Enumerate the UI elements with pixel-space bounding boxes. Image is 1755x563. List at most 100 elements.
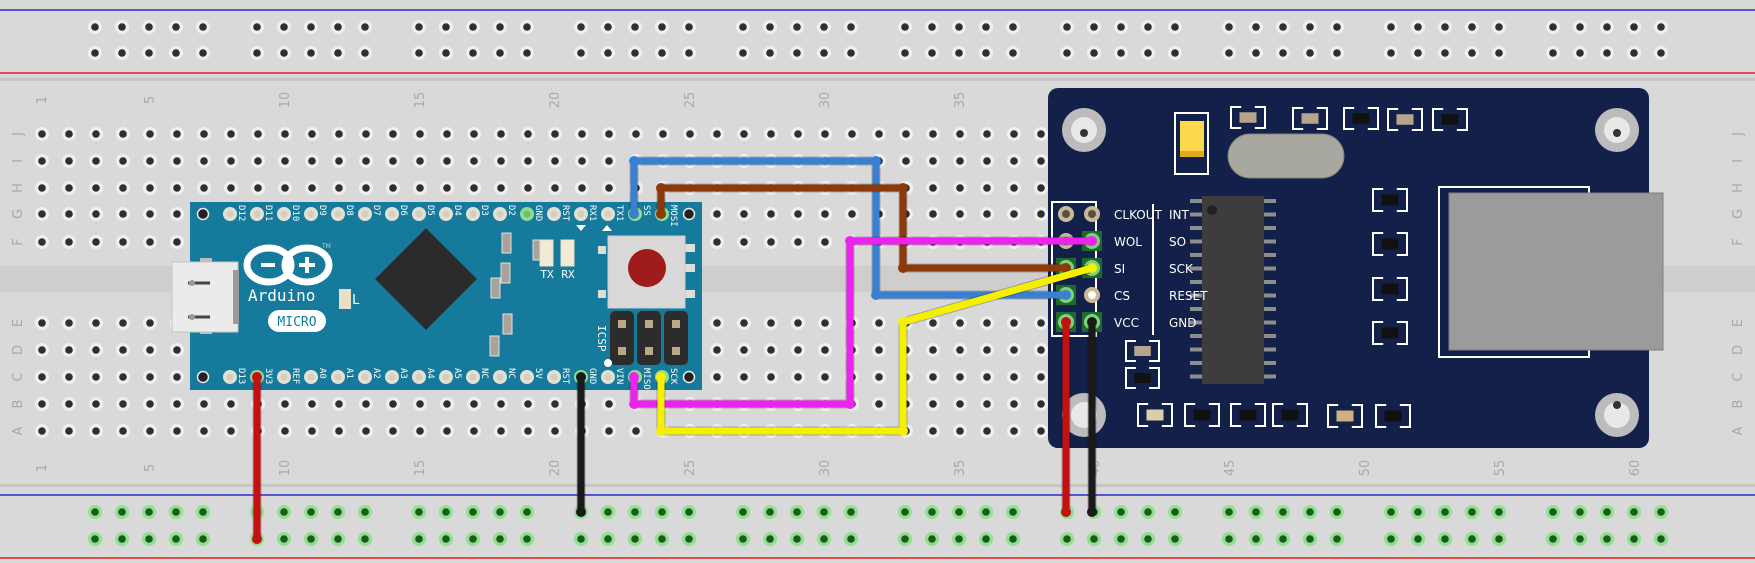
wire-joint	[576, 372, 586, 382]
wire-joint	[898, 317, 908, 327]
smd-component	[1343, 107, 1379, 130]
smd-component	[1375, 404, 1411, 428]
smd-components	[1125, 106, 1468, 428]
usb-connector[interactable]	[171, 258, 239, 334]
rx-led	[560, 239, 575, 267]
ic-pin	[1264, 293, 1276, 298]
column-label: 15	[413, 92, 428, 109]
icsp-pin	[618, 347, 626, 355]
tx-label: TX	[540, 268, 554, 281]
row-label: C	[1731, 372, 1746, 381]
ic-pin	[1264, 374, 1276, 379]
arduino-pin-label: RST	[560, 205, 570, 222]
mounting-hole	[682, 370, 696, 384]
arduino-pin-label: TX1	[614, 205, 624, 221]
row-label: I	[11, 159, 26, 163]
smd-component	[1372, 277, 1408, 301]
arduino-pin-label: D10	[290, 205, 300, 221]
arduino-pin-label: NC	[479, 368, 489, 379]
wire-joint	[845, 236, 855, 246]
icsp-pin-block	[637, 311, 661, 365]
arduino-pin-label: D3	[479, 205, 489, 216]
micro-badge-label: MICRO	[277, 315, 316, 330]
enc-pin-label: RESET	[1169, 289, 1208, 303]
icsp-pin	[645, 320, 653, 328]
arduino-logo: TM	[243, 243, 333, 286]
wire-joint	[656, 209, 666, 219]
arduino-pin-label: D11	[263, 205, 273, 221]
column-label: 20	[548, 92, 563, 109]
arduino-pin-label: MOSI	[668, 205, 678, 227]
smd-component	[1372, 321, 1408, 345]
wire-joint	[629, 399, 639, 409]
icsp-pin-block	[664, 311, 688, 365]
wire-joint	[576, 507, 586, 517]
ic-pin	[1264, 347, 1276, 352]
wire-joint	[1087, 507, 1097, 517]
trademark-label: TM	[321, 243, 331, 250]
arduino-pin-label: SS	[641, 205, 651, 216]
row-label: A	[1731, 426, 1746, 435]
wire-joint	[629, 156, 639, 166]
ic-pin	[1264, 334, 1276, 338]
ic-pin	[1264, 266, 1276, 271]
icsp-pin-block	[610, 311, 634, 365]
atmega-chip	[375, 228, 477, 330]
arduino-micro[interactable]: TM Arduino L MICRO TX RX	[171, 202, 702, 390]
mounting-hole	[682, 207, 696, 221]
wire-joint	[1061, 263, 1071, 273]
column-label: 20	[548, 460, 563, 477]
row-label: D	[1731, 345, 1746, 355]
wire-joint	[629, 372, 639, 382]
rail-holes	[88, 20, 1668, 546]
column-label: 35	[953, 92, 968, 109]
wire-joint	[898, 183, 908, 193]
ic-pin	[1190, 307, 1202, 311]
row-label: B	[1731, 400, 1746, 409]
column-label: 1	[35, 464, 50, 472]
arduino-pin-label: D8	[344, 205, 354, 216]
wire-joint	[656, 426, 666, 436]
smd-component	[1137, 403, 1173, 427]
wire-joint	[871, 290, 881, 300]
column-label: 50	[1358, 460, 1373, 477]
wire-joint	[871, 156, 881, 166]
reset-button[interactable]	[598, 235, 695, 309]
smd-component	[1230, 403, 1266, 427]
ic-pin	[1264, 253, 1276, 257]
ic-pin	[1190, 293, 1202, 298]
smd-component	[1372, 188, 1408, 212]
row-label: F	[11, 238, 26, 245]
ic-pin	[1190, 347, 1202, 352]
icsp-header	[610, 311, 688, 365]
arduino-pin-label: A2	[371, 368, 381, 379]
ic-pin	[1190, 226, 1202, 230]
ic-pin	[1264, 212, 1276, 217]
arduino-pin-label: RX1	[587, 205, 597, 221]
arduino-pin-label: D7	[371, 205, 381, 216]
row-label: D	[11, 345, 26, 355]
minus-icon	[261, 263, 275, 267]
wire-joint	[845, 399, 855, 409]
column-label: 1	[35, 96, 50, 104]
smd-component	[1230, 106, 1266, 129]
wire-joint	[1061, 290, 1071, 300]
smd-component	[1292, 107, 1328, 130]
smd-component	[1272, 403, 1308, 427]
arduino-pin-label: D2	[506, 205, 516, 216]
arduino-pin-label: D12	[236, 205, 246, 221]
enc-pin-label: WOL	[1114, 235, 1142, 249]
arduino-pin-label: A0	[317, 368, 327, 379]
enc-pin-label: INT	[1169, 208, 1190, 222]
ic-pin	[1264, 361, 1276, 365]
rj45-jack[interactable]	[1448, 192, 1664, 351]
ic-pin	[1190, 374, 1202, 379]
row-label: E	[11, 319, 26, 327]
smd-component	[1387, 108, 1423, 131]
column-label: 45	[1223, 460, 1238, 477]
ic-pin	[1264, 307, 1276, 311]
row-label: H	[1731, 183, 1746, 193]
ic-pin	[1264, 226, 1276, 230]
